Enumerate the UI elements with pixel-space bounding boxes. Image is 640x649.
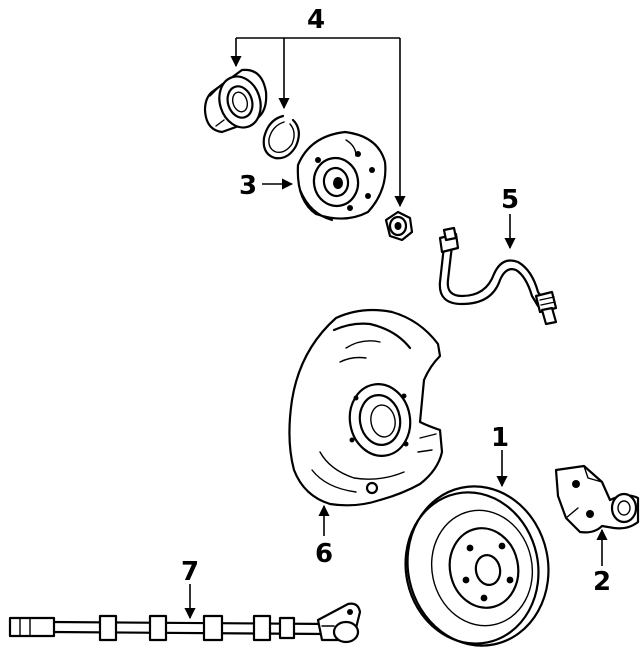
brake-rotor-icon bbox=[404, 485, 550, 647]
callout-3: 3 bbox=[239, 171, 257, 201]
knuckle-icon bbox=[554, 464, 640, 534]
callout-1: 1 bbox=[491, 423, 509, 453]
callout-4: 4 bbox=[307, 5, 325, 35]
lug-nut-icon bbox=[384, 210, 414, 242]
callout-4-leader bbox=[230, 37, 406, 208]
wheel-bearing-icon bbox=[203, 68, 268, 134]
snap-ring-icon bbox=[262, 114, 300, 160]
callout-2: 2 bbox=[593, 567, 611, 597]
brake-hose-icon bbox=[438, 226, 558, 326]
callout-5: 5 bbox=[501, 185, 519, 215]
hub-flange-icon bbox=[296, 130, 387, 222]
callout-6: 6 bbox=[315, 539, 333, 569]
splash-shield-icon bbox=[288, 308, 444, 507]
callout-7: 7 bbox=[181, 557, 199, 587]
abs-sensor-icon bbox=[8, 602, 362, 644]
